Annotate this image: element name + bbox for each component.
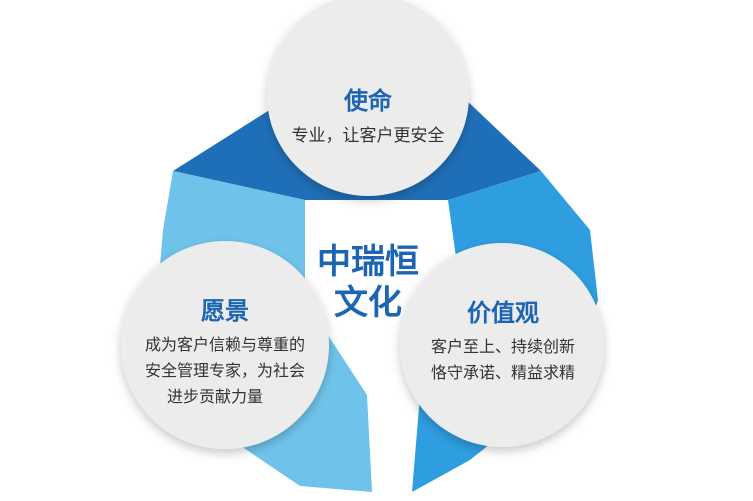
values-line-2: 恪守承诺、精益求精 [431, 363, 575, 382]
vision-line-1: 成为客户信赖与尊重的 [145, 335, 305, 354]
mission-title: 使命 [343, 87, 393, 115]
vision-node [121, 241, 329, 449]
center-title-line1: 中瑞恒 [317, 242, 419, 282]
mission-node [267, 0, 469, 196]
center-title-line2: 文化 [334, 283, 402, 323]
values-title: 价值观 [467, 299, 539, 327]
vision-title: 愿景 [201, 297, 249, 325]
values-line-1: 客户至上、持续创新 [431, 337, 575, 356]
mission-line-1: 专业，让客户更安全 [292, 126, 445, 146]
vision-line-2: 安全管理专家，为社会 [145, 361, 305, 380]
values-node [400, 243, 604, 447]
vision-line-3: 进步贡献力量 [167, 387, 263, 406]
